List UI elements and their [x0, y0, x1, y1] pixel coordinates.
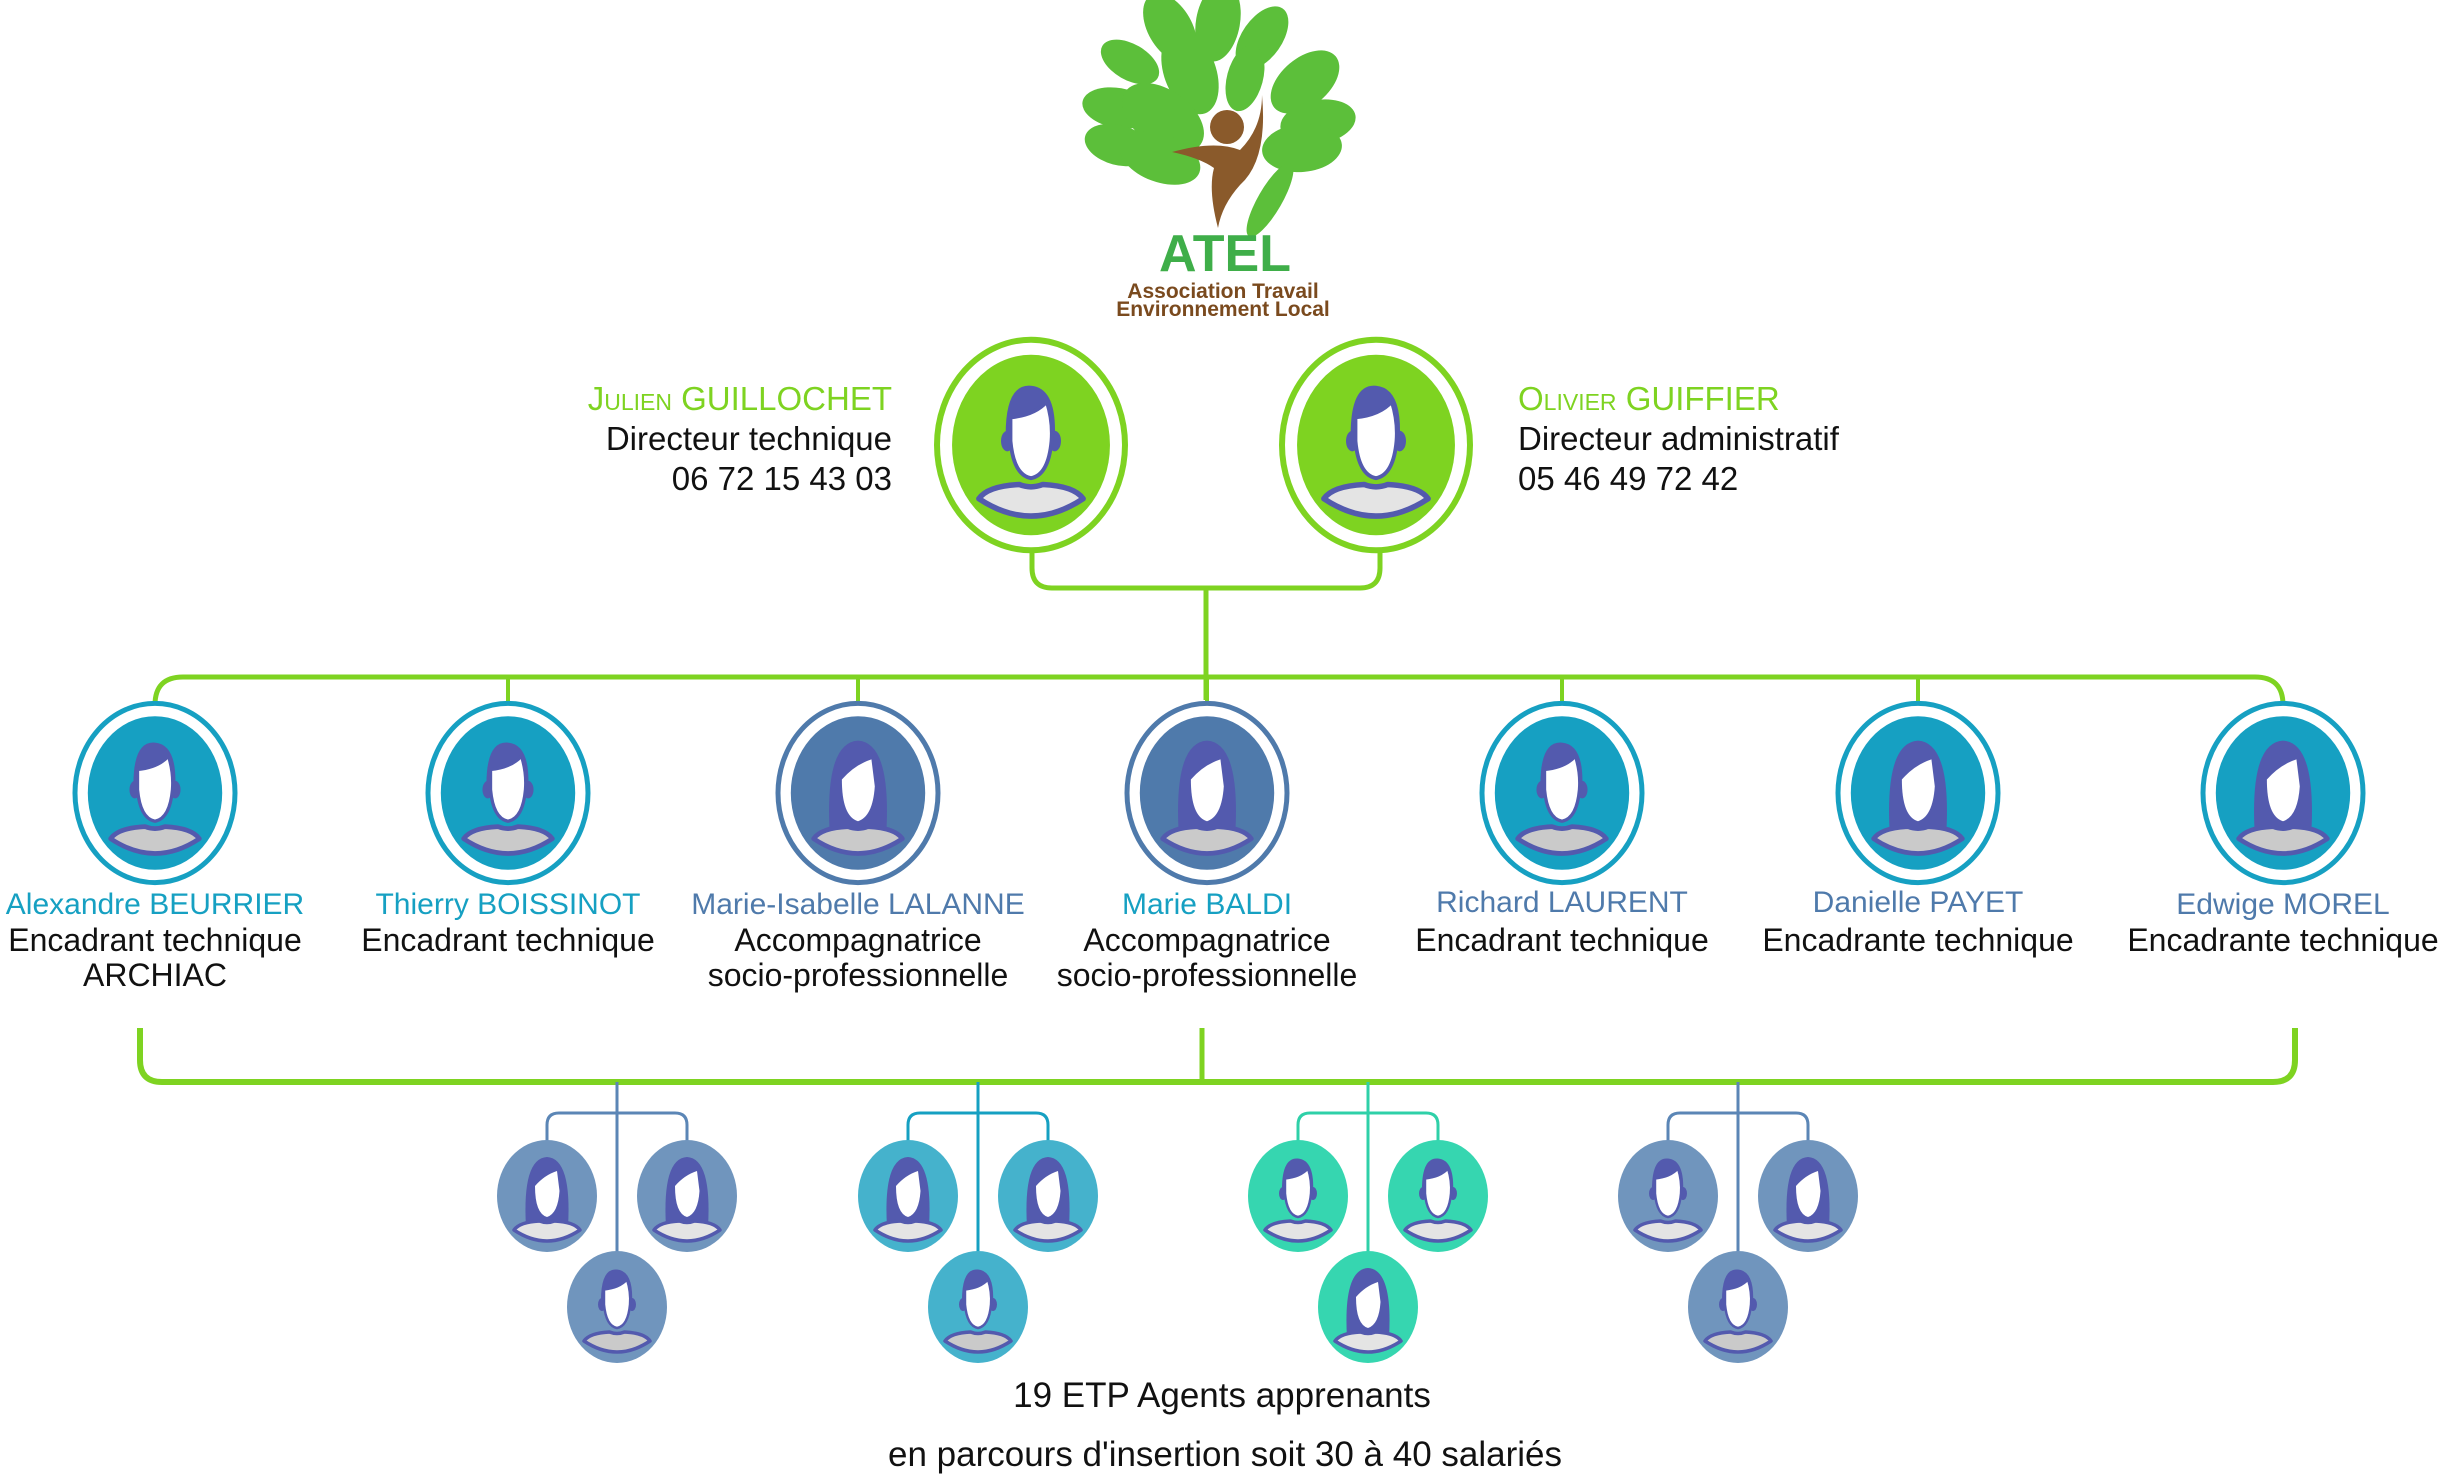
- staff-name: Marie BALDI: [1121, 888, 1293, 921]
- director-phone: 05 46 49 72 42: [1518, 460, 1739, 497]
- staff-bar: [152, 674, 2286, 720]
- staff-role: ARCHIAC: [82, 957, 228, 993]
- female-avatar-icon: [1758, 1140, 1858, 1252]
- logo-subtitle-1: Association Travail: [1127, 280, 1319, 303]
- staff-name: Thierry BOISSINOT: [375, 888, 641, 921]
- director-role: Directeur technique: [605, 420, 892, 457]
- leaf-icon: [1246, 163, 1294, 237]
- director-bracket: [1029, 540, 1383, 591]
- agent-bracket: [906, 1111, 1050, 1145]
- male-avatar-icon: [1479, 700, 1645, 886]
- agent-bracket: [1296, 1111, 1440, 1145]
- staff-role: Accompagnatrice: [1083, 922, 1331, 958]
- female-avatar-icon: [998, 1140, 1098, 1252]
- staff-name: Danielle PAYET: [1812, 886, 2024, 919]
- male-avatar-icon: [72, 700, 238, 886]
- logo-title: ATEL: [1159, 225, 1291, 283]
- logo-subtitle-2: Environnement Local: [1116, 298, 1330, 321]
- director-name: Julien GUILLOCHET: [587, 380, 892, 417]
- male-avatar-icon: [1279, 336, 1473, 554]
- director-phone: 06 72 15 43 03: [671, 460, 892, 497]
- leaf-icon: [1100, 39, 1160, 85]
- agent-bracket: [545, 1111, 689, 1145]
- male-avatar-icon: [1618, 1140, 1718, 1252]
- connectors: [137, 540, 2298, 1258]
- male-avatar-icon: [934, 336, 1128, 554]
- person-head-icon: [1210, 110, 1244, 144]
- staff-role: Accompagnatrice: [734, 922, 982, 958]
- male-avatar-icon: [1688, 1251, 1788, 1363]
- staff-role: Encadrant technique: [361, 922, 655, 958]
- atel-logo: [1082, 0, 1356, 237]
- leaf-icon: [1119, 131, 1201, 185]
- footer-line-2: en parcours d'insertion soit 30 à 40 sal…: [887, 1435, 1563, 1474]
- female-avatar-icon: [1124, 700, 1290, 886]
- leaf-icon: [1262, 123, 1342, 173]
- female-avatar-icon: [637, 1140, 737, 1252]
- staff-role: socio-professionnelle: [707, 957, 1009, 993]
- staff-role: Encadrante technique: [1762, 922, 2074, 958]
- female-avatar-icon: [775, 700, 941, 886]
- female-avatar-icon: [2200, 700, 2366, 886]
- leaf-icon: [1195, 0, 1241, 62]
- male-avatar-icon: [567, 1251, 667, 1363]
- footer-line-1: 19 ETP Agents apprenants: [1013, 1376, 1431, 1415]
- staff-name: Edwige MOREL: [2176, 888, 2390, 921]
- leaf-icon: [1225, 44, 1265, 112]
- staff-role: Encadrant technique: [1415, 922, 1709, 958]
- staff-role: Encadrante technique: [2127, 922, 2439, 958]
- staff-role: socio-professionnelle: [1056, 957, 1358, 993]
- agents-bracket: [137, 1028, 2298, 1085]
- female-avatar-icon: [1318, 1251, 1418, 1363]
- agent-bracket: [1666, 1111, 1810, 1145]
- female-avatar-icon: [497, 1140, 597, 1252]
- staff-name: Alexandre BEURRIER: [5, 888, 305, 921]
- male-avatar-icon: [425, 700, 591, 886]
- staff-name: Marie-Isabelle LALANNE: [691, 888, 1025, 921]
- male-avatar-icon: [1388, 1140, 1488, 1252]
- director-name: Olivier GUIFFIER: [1518, 380, 1780, 417]
- female-avatar-icon: [1835, 700, 2001, 886]
- leaf-icon: [1270, 50, 1340, 114]
- female-avatar-icon: [858, 1140, 958, 1252]
- male-avatar-icon: [928, 1251, 1028, 1363]
- staff-role: Encadrant technique: [8, 922, 302, 958]
- staff-name: Richard LAURENT: [1436, 886, 1688, 919]
- male-avatar-icon: [1248, 1140, 1348, 1252]
- director-role: Directeur administratif: [1518, 420, 1839, 457]
- avatars: [72, 336, 2366, 1363]
- person-body-icon: [1172, 95, 1264, 228]
